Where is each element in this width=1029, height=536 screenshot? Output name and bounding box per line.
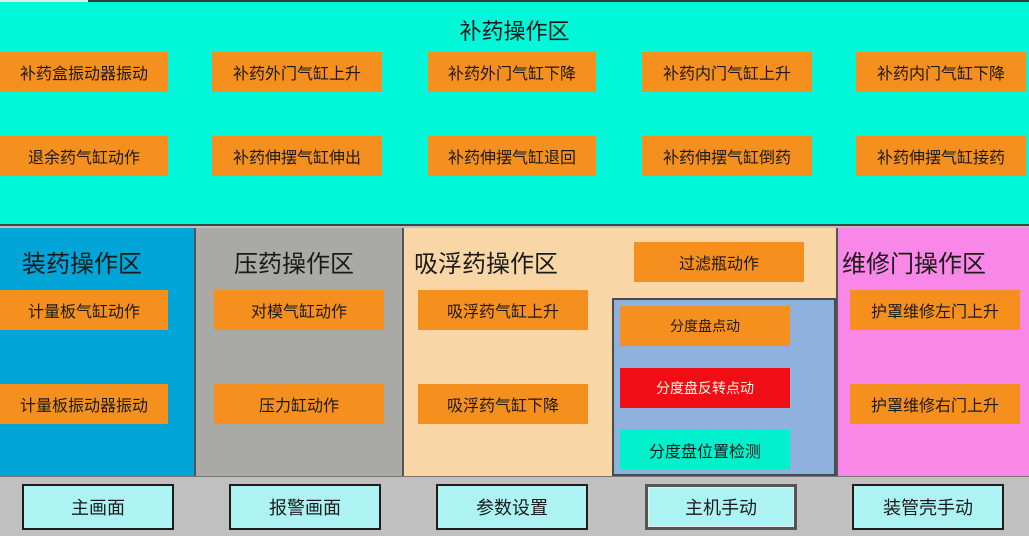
door-zone: 维修门操作区 护罩维修左门上升 护罩维修右门上升	[836, 228, 1029, 476]
suction-cylinder-down-button[interactable]: 吸浮药气缸下降	[418, 384, 588, 424]
press-cylinder-button[interactable]: 压力缸动作	[214, 384, 384, 424]
nav-alarm-screen-button[interactable]: 报警画面	[229, 484, 381, 530]
door-zone-title: 维修门操作区	[842, 250, 986, 278]
metering-plate-cylinder-button[interactable]: 计量板气缸动作	[0, 290, 168, 330]
refill-inner-door-up-button[interactable]: 补药内门气缸上升	[642, 52, 812, 92]
indexer-panel: 分度盘点动 分度盘反转点动 分度盘位置检测	[612, 298, 836, 476]
refill-swing-retract-button[interactable]: 补药伸摆气缸退回	[428, 136, 596, 176]
refill-inner-door-down-button[interactable]: 补药内门气缸下降	[856, 52, 1026, 92]
indexer-jog-button[interactable]: 分度盘点动	[620, 306, 790, 346]
suction-zone-title: 吸浮药操作区	[414, 250, 558, 278]
indexer-position-check-button[interactable]: 分度盘位置检测	[620, 430, 790, 470]
nav-tube-loading-manual-button[interactable]: 装管壳手动	[852, 484, 1004, 530]
nav-main-screen-button[interactable]: 主画面	[22, 484, 174, 530]
refill-swing-extend-button[interactable]: 补药伸摆气缸伸出	[212, 136, 382, 176]
filter-bottle-button[interactable]: 过滤瓶动作	[634, 242, 804, 282]
top-strip	[0, 0, 1029, 2]
indexer-reverse-jog-button[interactable]: 分度盘反转点动	[620, 368, 790, 408]
refill-box-vibrator-button[interactable]: 补药盒振动器振动	[0, 52, 168, 92]
refill-zone: 补药操作区 补药盒振动器振动 补药外门气缸上升 补药外门气缸下降 补药内门气缸上…	[0, 2, 1029, 226]
load-zone-title: 装药操作区	[22, 250, 142, 278]
suction-cylinder-up-button[interactable]: 吸浮药气缸上升	[418, 290, 588, 330]
load-zone: 装药操作区 计量板气缸动作 计量板振动器振动	[0, 228, 196, 476]
refill-swing-receive-button[interactable]: 补药伸摆气缸接药	[856, 136, 1026, 176]
refill-outer-door-up-button[interactable]: 补药外门气缸上升	[212, 52, 382, 92]
nav-parameter-settings-button[interactable]: 参数设置	[436, 484, 588, 530]
left-maintenance-door-up-button[interactable]: 护罩维修左门上升	[850, 290, 1020, 330]
press-zone-title: 压药操作区	[234, 250, 354, 278]
nav-main-manual-button[interactable]: 主机手动	[645, 484, 797, 530]
suction-zone: 吸浮药操作区 吸浮药气缸上升 吸浮药气缸下降 过滤瓶动作 分度盘点动 分度盘反转…	[404, 228, 836, 476]
refill-zone-title: 补药操作区	[459, 20, 570, 45]
press-zone: 压药操作区 对模气缸动作 压力缸动作	[196, 228, 404, 476]
die-align-cylinder-button[interactable]: 对模气缸动作	[214, 290, 384, 330]
excess-return-cylinder-button[interactable]: 退余药气缸动作	[0, 136, 168, 176]
refill-swing-pour-button[interactable]: 补药伸摆气缸倒药	[642, 136, 812, 176]
refill-outer-door-down-button[interactable]: 补药外门气缸下降	[428, 52, 596, 92]
metering-plate-vibrator-button[interactable]: 计量板振动器振动	[0, 384, 168, 424]
right-maintenance-door-up-button[interactable]: 护罩维修右门上升	[850, 384, 1020, 424]
